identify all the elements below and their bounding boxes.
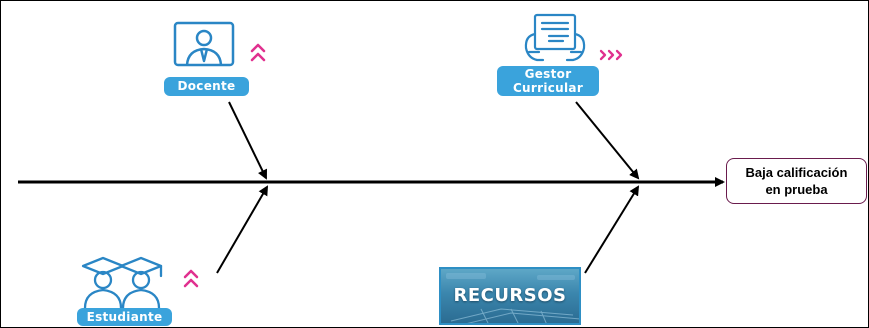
- gestor-label-line2: Curricular: [512, 81, 584, 95]
- effect-line1: Baja calificación: [745, 165, 848, 180]
- gestor-curricular-label: Gestor Curricular: [497, 66, 599, 96]
- effect-line2: en prueba: [765, 182, 828, 197]
- triple-chevron-right-icon: [599, 49, 623, 61]
- recursos-image: RECURSOS: [439, 267, 581, 325]
- gestor-label-line1: Gestor: [524, 67, 572, 81]
- estudiante-label: Estudiante: [77, 308, 172, 326]
- document-holder-icon: [524, 13, 586, 62]
- graduates-icon: [81, 256, 163, 310]
- laptop-keyboard-image: [446, 273, 579, 323]
- double-chevron-up-icon: [183, 269, 199, 288]
- bone-estudiante: [216, 185, 269, 274]
- bone-gestor: [575, 101, 640, 180]
- recursos-label: RECURSOS: [453, 285, 567, 306]
- teacher-icon: [173, 21, 235, 67]
- bone-docente: [228, 101, 267, 180]
- double-chevron-up-icon: [250, 43, 266, 62]
- effect-box: Baja calificación en prueba: [726, 158, 867, 204]
- bone-recursos: [584, 185, 640, 274]
- docente-label: Docente: [164, 77, 249, 96]
